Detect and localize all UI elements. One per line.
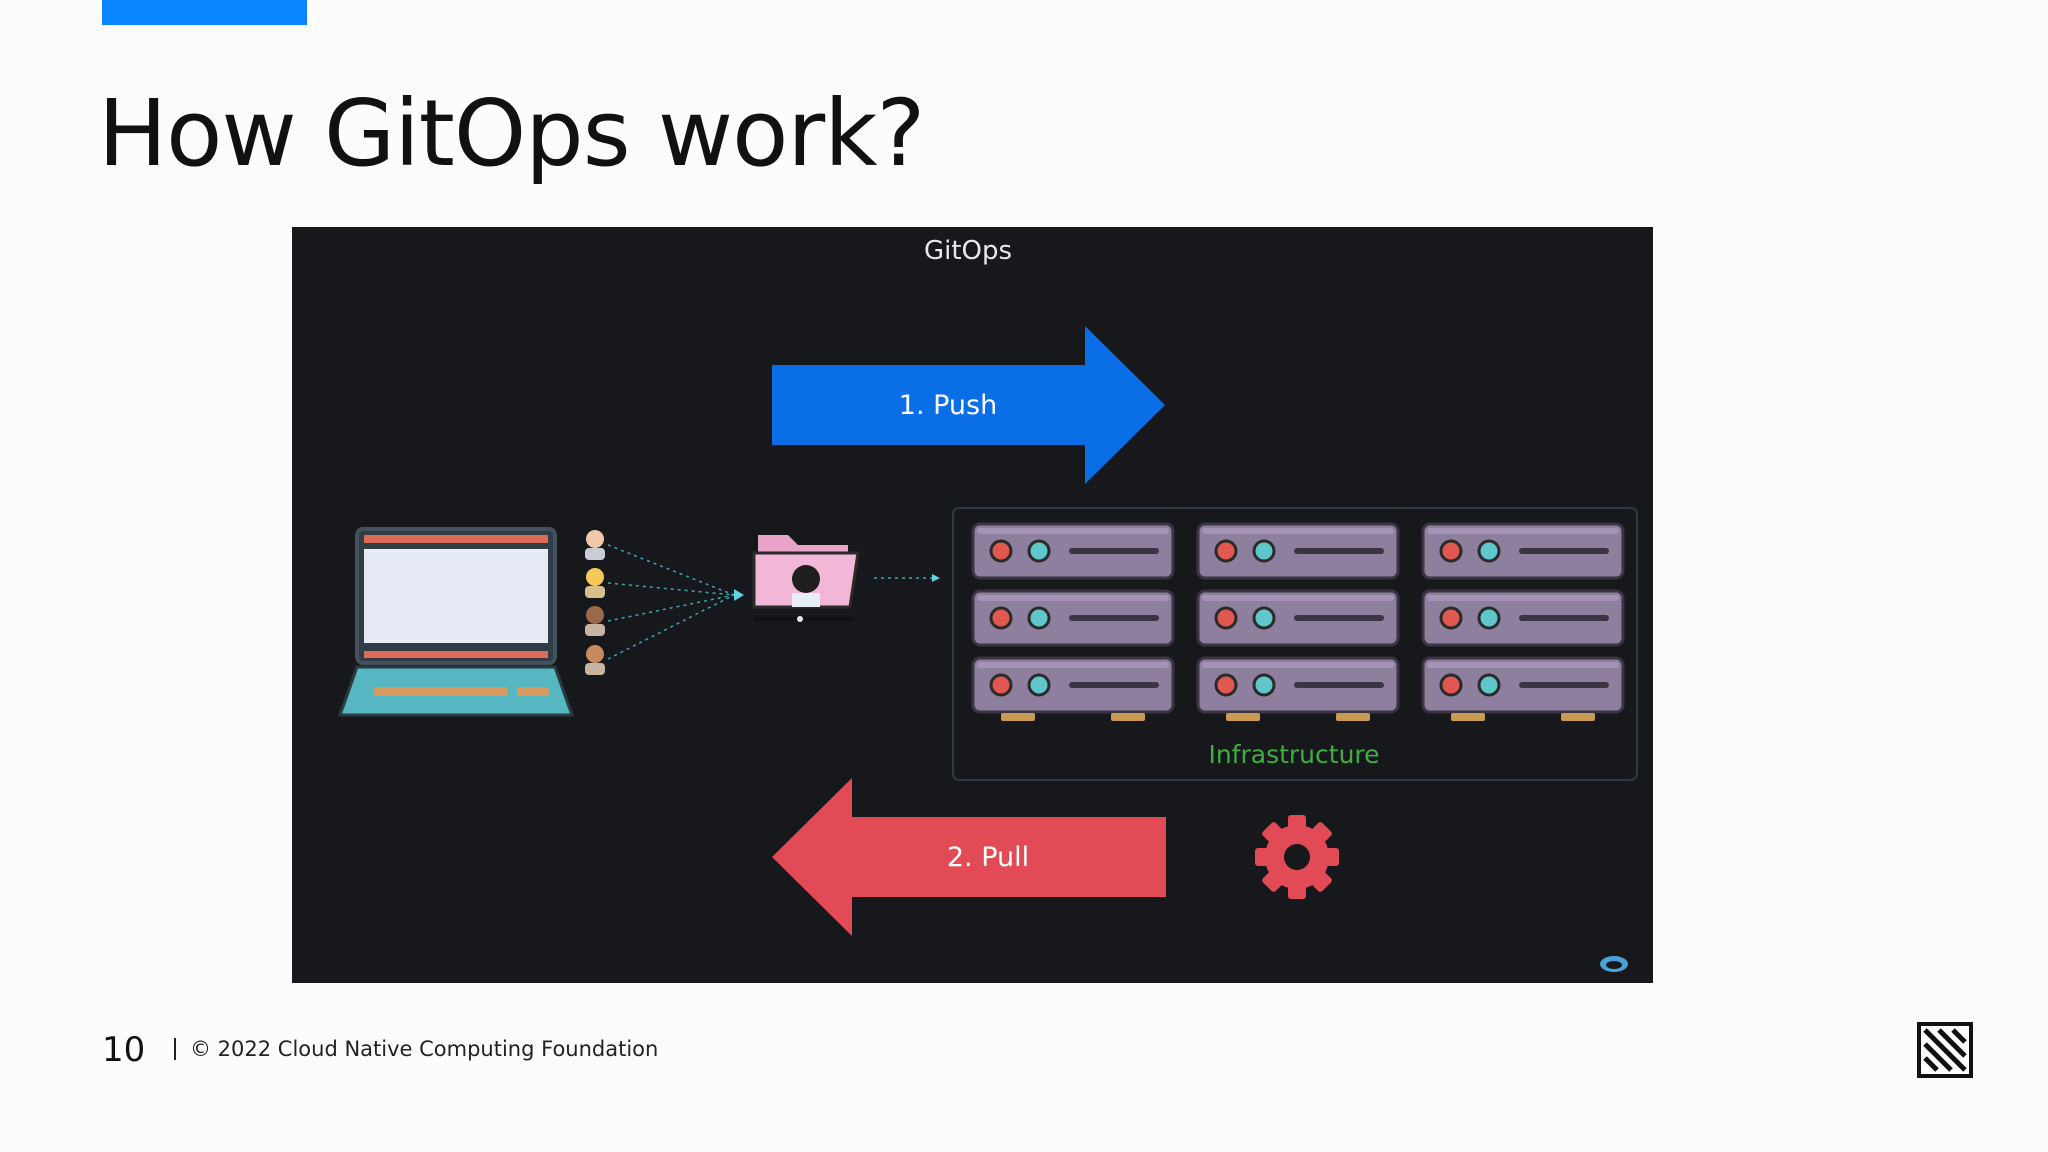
deploy-line: [874, 574, 940, 582]
developer-avatars: [585, 530, 744, 675]
gitops-diagram: GitOps 1. Push: [292, 227, 1653, 983]
server-icon: [971, 656, 1175, 714]
copyright-text: © 2022 Cloud Native Computing Foundation: [190, 1037, 659, 1061]
gear-icon: [1255, 815, 1339, 899]
server-icon: [1196, 522, 1400, 580]
server-icon: [1421, 589, 1625, 647]
server-icon: [1196, 656, 1400, 714]
diagram-title: GitOps: [924, 236, 1012, 266]
infrastructure-label: Infrastructure: [1208, 740, 1379, 769]
server-foot: [1226, 713, 1260, 721]
push-label: 1. Push: [899, 390, 997, 421]
footer-separator: [174, 1038, 176, 1060]
pull-label: 2. Pull: [947, 842, 1029, 873]
server-icon: [1196, 589, 1400, 647]
cncf-logo-icon: [1917, 1022, 1973, 1078]
git-repo-folder-icon: [752, 535, 860, 622]
accent-bar: [102, 0, 307, 25]
server-foot: [1111, 713, 1145, 721]
pull-arrow: 2. Pull: [772, 778, 1166, 936]
push-arrow: 1. Push: [772, 326, 1165, 484]
page-number: 10: [102, 1030, 146, 1070]
server-icon: [1421, 522, 1625, 580]
cloud-icon: [1600, 956, 1628, 972]
commit-lines: [607, 544, 735, 660]
server-icon: [1421, 656, 1625, 714]
slide-title: How GitOps work?: [98, 80, 925, 187]
laptop-icon: [337, 527, 575, 717]
server-icon: [971, 589, 1175, 647]
server-icon: [971, 522, 1175, 580]
server-foot: [1451, 713, 1485, 721]
server-foot: [1001, 713, 1035, 721]
developer-avatar-icon: [585, 530, 605, 560]
developer-avatar-icon: [585, 568, 605, 598]
diagram-canvas: GitOps 1. Push: [337, 236, 1638, 972]
server-foot: [1561, 713, 1595, 721]
server-foot: [1336, 713, 1370, 721]
infrastructure-panel: Infrastructure: [952, 507, 1638, 781]
developer-avatar-icon: [585, 645, 605, 675]
developer-avatar-icon: [585, 606, 605, 636]
